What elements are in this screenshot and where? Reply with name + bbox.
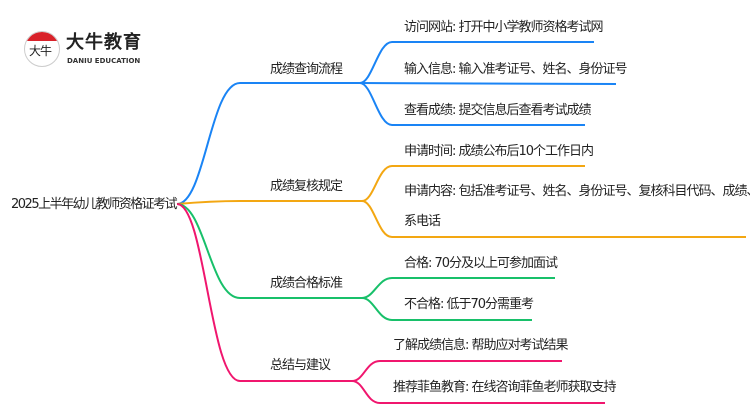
branch-line-orange xyxy=(176,200,362,205)
branch-node-summary[interactable]: 总结与建议 xyxy=(270,358,331,373)
branch-node-pass-standard[interactable]: 成绩合格标准 xyxy=(270,276,343,291)
logo-mark: 大牛 xyxy=(24,31,60,67)
branch-node-query[interactable]: 成绩查询流程 xyxy=(270,62,343,77)
logo-glyph: 大牛 xyxy=(29,44,52,58)
root-node[interactable]: 2025上半年幼儿教师资格证考试 xyxy=(11,197,178,212)
leaf-line-blue-2 xyxy=(359,82,617,85)
brand-logo: 大牛 大牛教育 DANIU EDUCATION xyxy=(22,28,162,72)
leaf-line-blue-1 xyxy=(359,41,594,84)
leaf-node[interactable]: 申请时间: 成绩公布后10个工作日内 xyxy=(404,144,594,159)
leaf-node[interactable]: 访问网站: 打开中小学教师资格考试网 xyxy=(404,20,604,35)
logo-subtitle: DANIU EDUCATION xyxy=(67,57,141,65)
leaf-line-green-2 xyxy=(361,297,532,321)
leaf-node[interactable]: 申请内容: 包括准考证号、姓名、身份证号、复核科目代码、成绩、联 xyxy=(404,184,750,199)
leaf-line-pink-1 xyxy=(351,360,562,382)
leaf-line-blue-3 xyxy=(359,82,585,126)
branch-line-green xyxy=(176,203,362,299)
leaf-node[interactable]: 不合格: 低于70分需重考 xyxy=(404,297,534,312)
leaf-node[interactable]: 了解成绩信息: 帮助应对考试结果 xyxy=(393,338,569,353)
branch-line-pink xyxy=(176,203,352,382)
leaf-node[interactable]: 合格: 70分及以上可参加面试 xyxy=(404,256,558,271)
leaf-node[interactable]: 输入信息: 输入准考证号、姓名、身份证号 xyxy=(404,62,628,77)
leaf-line-orange-2 xyxy=(361,200,746,238)
logo-name: 大牛教育 xyxy=(66,32,142,53)
leaf-line-orange-1 xyxy=(361,165,585,202)
branch-line-blue xyxy=(176,82,360,205)
leaf-node-continued[interactable]: 系电话 xyxy=(404,214,441,229)
leaf-node[interactable]: 推荐菲鱼教育: 在线咨询菲鱼老师获取支持 xyxy=(393,380,617,395)
leaf-node[interactable]: 查看成绩: 提交信息后查看考试成绩 xyxy=(404,103,592,118)
leaf-line-pink-2 xyxy=(351,380,605,404)
branch-node-review[interactable]: 成绩复核规定 xyxy=(270,179,343,194)
leaf-line-green-1 xyxy=(361,277,555,299)
